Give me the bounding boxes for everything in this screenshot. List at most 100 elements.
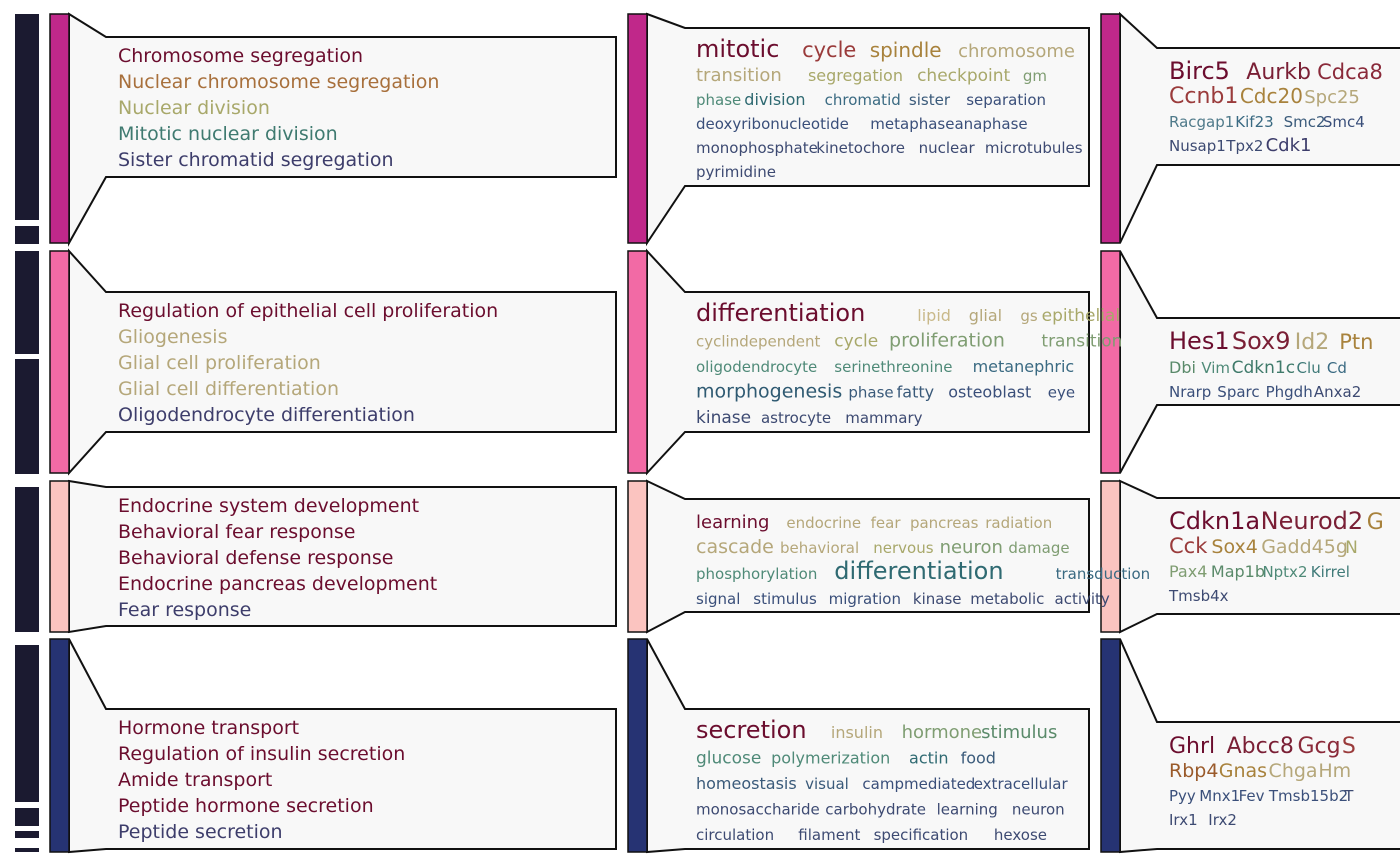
keyword-label: transduction [1056,565,1151,583]
keyword-label: carbohydrate [825,801,926,819]
gene-label: Mnx1 [1199,787,1240,805]
keyword-label: fatty [897,383,934,402]
keyword-label: eye [1048,384,1075,402]
gene-label: Cdc20 [1240,84,1303,108]
dendrogram-segment [15,848,39,852]
keyword-label: gm [1023,67,1047,85]
keyword-label: cyclindependent [696,333,820,351]
keyword-label: behavioral [780,539,859,557]
cluster-color-bar [49,13,70,244]
keyword-label: phase [848,384,893,402]
keyword-label: deoxyribonucleotide [696,115,849,133]
dendrogram-segment [15,251,39,354]
keyword-label: transition [1041,332,1122,352]
dendrogram-segment [15,359,39,474]
gene-label: Cdkn1c [1232,358,1295,378]
keyword-label: proliferation [889,330,1005,352]
keyword-label: nervous [873,539,933,557]
keyword-label: polymerization [771,749,890,768]
gene-label: Aurkb [1246,60,1311,85]
cluster-color-bar [1100,13,1121,244]
keyword-label: stimulus [753,590,817,608]
gene-label: Smc2 [1284,113,1326,131]
keyword-label: damage [1008,539,1069,557]
gene-label: Gcg [1297,734,1340,759]
keyword-label: mitotic [696,35,779,63]
gene-label: Chga [1269,760,1318,782]
dendrogram-segment [15,487,39,632]
go-term-label: Regulation of insulin secretion [118,743,405,765]
dendrogram-bars [15,14,39,852]
keyword-label: visual [805,775,849,793]
keyword-label: filament [798,826,860,844]
keyword-label: homeostasis [696,774,797,793]
keyword-label: separation [966,91,1046,109]
keyword-label: migration [829,590,901,608]
keyword-label: campmediated [862,775,975,793]
go-term-label: Glial cell proliferation [118,352,321,374]
keyword-label: kinase [913,590,962,608]
keyword-label: oligodendrocyte [696,358,817,376]
gene-label: Vim [1201,359,1230,377]
gene-label: Phgdh [1266,383,1313,401]
gene-label: Id2 [1295,330,1329,355]
keyword-label: cycle [802,38,856,62]
cluster-color-bar [627,480,648,633]
dendrogram-segment [15,14,39,220]
dendrogram-segment [15,645,39,802]
gene-label: Hm [1318,760,1351,782]
go-term-label: Hormone transport [118,717,299,739]
keyword-label: osteoblast [948,383,1031,402]
keyword-label: nuclear [919,139,976,157]
gene-label: Ptn [1339,330,1373,354]
keyword-label: monophosphate [696,139,818,157]
gene-label: Racgap1 [1169,113,1234,131]
keyword-label: kinase [696,408,751,428]
gene-label: Cd [1327,359,1347,377]
go-term-label: Amide transport [118,769,272,791]
gene-label: Cdk1 [1266,135,1312,156]
keyword-label: actin [909,749,948,768]
keyword-label: hexose [994,826,1047,844]
keyword-label: serinethreonine [834,358,952,376]
go-term-label: Behavioral fear response [118,521,356,543]
keyword-label: chromosome [958,41,1075,62]
go-term-label: Peptide hormone secretion [118,795,374,817]
gene-label: Tpx2 [1225,137,1263,155]
gene-label: N [1345,538,1358,558]
keyword-label: stimulus [981,722,1057,743]
dendrogram-segment [15,808,39,826]
keyword-label: signal [696,590,740,608]
gene-label: Hes1 [1169,327,1230,355]
keyword-label: chromatid [825,91,901,109]
go-term-label: Oligodendrocyte differentiation [118,404,415,426]
keyword-label: glial [969,306,1002,325]
keyword-label: division [744,90,805,109]
keyword-label: hormone [902,722,983,743]
keyword-label: differentiation [696,299,865,327]
cluster-color-bar [1100,250,1121,474]
gene-label: Kif23 [1235,113,1273,131]
gene-label: Ghrl [1169,734,1215,759]
go-term-label: Fear response [118,599,251,621]
keyword-label: metaphaseanaphase [870,115,1027,133]
keyword-label: checkpoint [917,66,1010,86]
keyword-label: fear [871,514,902,532]
gene-label: Tmsb4x [1168,587,1229,605]
keyword-label: glucose [696,749,761,769]
keyword-label: pyrimidine [696,163,776,181]
gene-label: Fev [1239,787,1265,805]
keyword-label: gs [1020,307,1038,325]
keyword-label: learning [696,512,769,533]
keyword-label: endocrine [786,514,861,532]
cluster-color-bar [49,638,70,853]
keyword-label: microtubules [985,139,1083,157]
keyword-label: insulin [831,723,883,742]
keyword-label: kinetochore [816,139,905,157]
go-term-label: Endocrine system development [118,495,419,517]
gene-label: Smc4 [1323,113,1365,131]
gene-label: Gnas [1219,760,1267,782]
gene-label: Irx1 [1169,811,1198,829]
